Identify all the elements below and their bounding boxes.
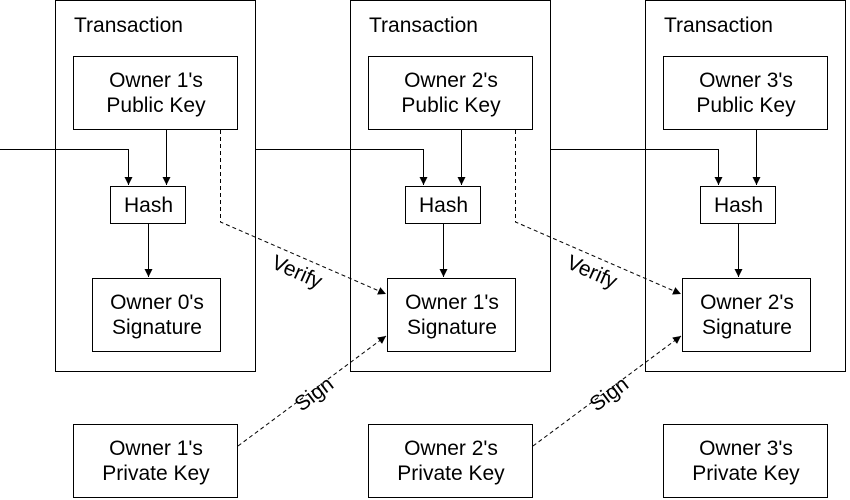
private-key-owner: Owner 1's bbox=[109, 437, 203, 460]
public-key-text: Public Key bbox=[696, 94, 796, 117]
private-key-label-1: Owner 1's Private Key bbox=[74, 436, 238, 486]
private-key-text: Private Key bbox=[397, 462, 505, 485]
transaction-box-3 bbox=[645, 0, 846, 372]
signature-label-3: Owner 2's Signature bbox=[683, 290, 811, 340]
private-key-label-2: Owner 2's Private Key bbox=[369, 436, 533, 486]
signature-box-2 bbox=[387, 278, 516, 352]
verify-arrow-2 bbox=[515, 130, 682, 295]
hash-box-1 bbox=[110, 186, 186, 224]
public-key-box-1 bbox=[73, 56, 238, 130]
public-key-text: Public Key bbox=[106, 94, 206, 117]
private-key-text: Private Key bbox=[102, 462, 210, 485]
transaction-box-1 bbox=[55, 0, 256, 372]
signature-owner: Owner 2's bbox=[700, 291, 794, 314]
transaction-title-1: Transaction bbox=[74, 14, 183, 37]
sign-arrow-1 bbox=[237, 335, 387, 447]
hash-label-2: Hash bbox=[418, 194, 469, 217]
private-key-box-2 bbox=[368, 424, 533, 498]
private-key-label-3: Owner 3's Private Key bbox=[664, 436, 828, 486]
signature-box-3 bbox=[682, 278, 811, 352]
transaction-title-2: Transaction bbox=[369, 14, 478, 37]
public-key-owner: Owner 3's bbox=[699, 69, 793, 92]
hash-box-3 bbox=[700, 186, 776, 224]
signature-owner: Owner 1's bbox=[405, 291, 499, 314]
hash-label-3: Hash bbox=[713, 194, 764, 217]
public-key-owner: Owner 2's bbox=[404, 69, 498, 92]
signature-text: Signature bbox=[407, 316, 497, 339]
signature-owner: Owner 0's bbox=[110, 291, 204, 314]
transaction-title-3: Transaction bbox=[664, 14, 773, 37]
signature-text: Signature bbox=[702, 316, 792, 339]
private-key-owner: Owner 2's bbox=[404, 437, 498, 460]
signature-box-1 bbox=[92, 278, 221, 352]
public-key-owner: Owner 1's bbox=[109, 69, 203, 92]
hash-label-1: Hash bbox=[123, 194, 174, 217]
signature-text: Signature bbox=[112, 316, 202, 339]
signature-label-1: Owner 0's Signature bbox=[93, 290, 221, 340]
public-key-label-2: Owner 2's Public Key bbox=[369, 68, 533, 118]
chain-arrow-2 bbox=[256, 149, 428, 185]
public-key-box-2 bbox=[368, 56, 533, 130]
sign-arrow-2 bbox=[532, 335, 682, 447]
private-key-box-1 bbox=[73, 424, 238, 498]
public-key-text: Public Key bbox=[401, 94, 501, 117]
private-key-text: Private Key bbox=[692, 462, 800, 485]
public-key-label-3: Owner 3's Public Key bbox=[664, 68, 828, 118]
private-key-owner: Owner 3's bbox=[699, 437, 793, 460]
chain-arrow-3 bbox=[551, 149, 723, 185]
public-key-label-1: Owner 1's Public Key bbox=[74, 68, 238, 118]
hash-box-2 bbox=[405, 186, 481, 224]
public-key-box-3 bbox=[663, 56, 828, 130]
signature-label-2: Owner 1's Signature bbox=[388, 290, 516, 340]
private-key-box-3 bbox=[663, 424, 828, 498]
verify-arrow-1 bbox=[220, 130, 387, 295]
transaction-box-2 bbox=[350, 0, 551, 372]
chain-arrow-1 bbox=[0, 149, 133, 185]
